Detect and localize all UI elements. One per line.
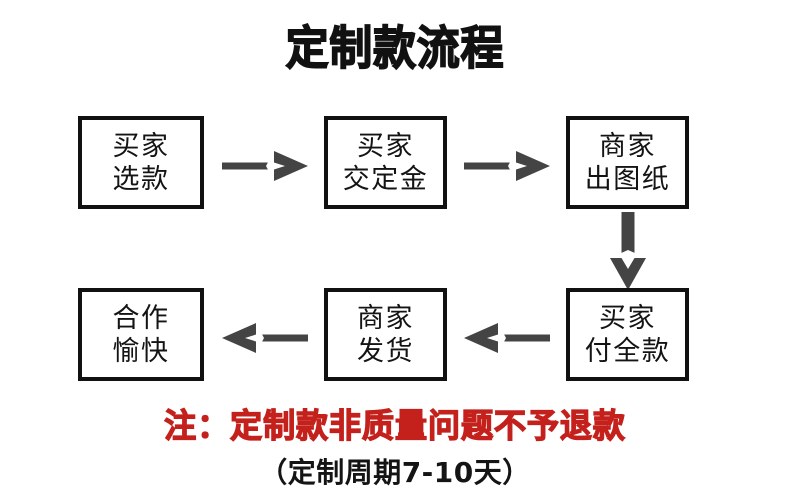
flow-step-1-buyer-selects-style: 买家 选款 bbox=[78, 116, 204, 209]
arrow-left-step5-to-step6 bbox=[222, 320, 308, 356]
flow-step-5-merchant-ships: 商家 发货 bbox=[324, 288, 447, 381]
flow-step-4-line2: 付全款 bbox=[584, 335, 671, 367]
warning-note-no-refund: 注：定制款非质量问题不予退款 bbox=[164, 405, 626, 445]
lead-time-note: （定制周期7-10天） bbox=[259, 456, 531, 489]
flow-step-6-pleasant-cooperation: 合作 愉快 bbox=[78, 288, 204, 381]
flow-step-6-line1: 合作 bbox=[112, 302, 170, 334]
arrow-down-step3-to-step4 bbox=[604, 212, 652, 290]
page-title: 定制款流程 bbox=[285, 21, 505, 75]
arrow-right-step1-to-step2 bbox=[222, 148, 308, 184]
flow-step-3-merchant-produces-drawings: 商家 出图纸 bbox=[566, 116, 689, 209]
flow-step-2-line1: 买家 bbox=[357, 130, 414, 162]
flow-step-1-line2: 选款 bbox=[112, 163, 170, 195]
arrow-right-step2-to-step3 bbox=[464, 148, 550, 184]
flow-step-3-line1: 商家 bbox=[599, 130, 656, 162]
flow-step-1-line1: 买家 bbox=[112, 130, 170, 162]
flow-step-2-buyer-pays-deposit: 买家 交定金 bbox=[324, 116, 447, 209]
flow-step-4-line1: 买家 bbox=[599, 302, 656, 334]
flow-step-4-buyer-pays-balance: 买家 付全款 bbox=[566, 288, 689, 381]
arrow-left-step4-to-step5 bbox=[464, 320, 550, 356]
flow-step-5-line1: 商家 bbox=[357, 302, 414, 334]
flow-step-6-line2: 愉快 bbox=[112, 335, 170, 367]
flow-step-5-line2: 发货 bbox=[357, 335, 414, 367]
flow-step-3-line2: 出图纸 bbox=[584, 163, 671, 195]
flow-step-2-line2: 交定金 bbox=[342, 163, 429, 195]
